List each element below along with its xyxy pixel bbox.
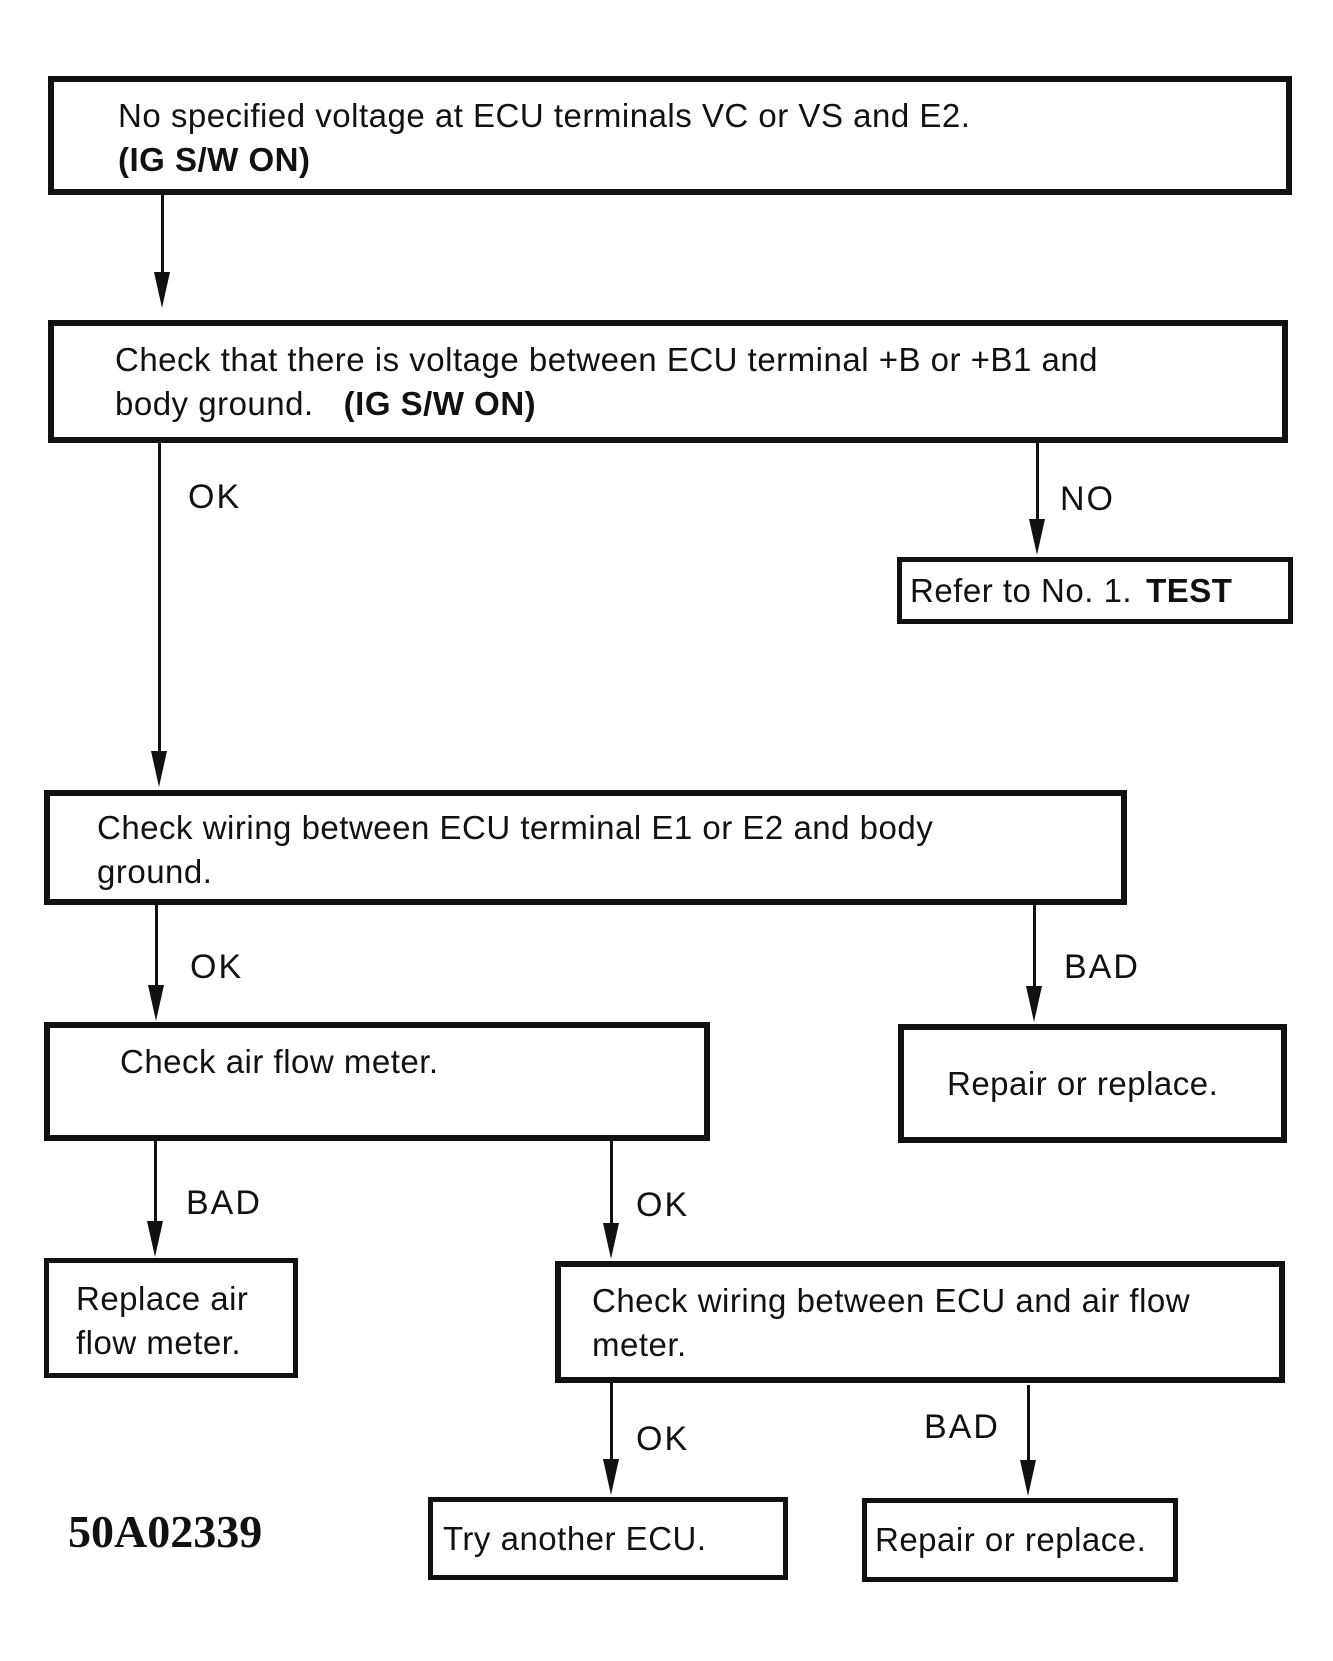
arrow-b4-bad-to-replace-line — [154, 1141, 157, 1221]
arrow-b3-bad-to-repair-head — [1026, 986, 1042, 1022]
box-line-bold: TEST — [1146, 571, 1233, 609]
box-replace-air-flow-meter: Replace air flow meter. — [44, 1258, 298, 1378]
box-check-voltage-plus-b: Check that there is voltage between ECU … — [48, 320, 1288, 443]
arrow-b2-no-to-refer-head — [1029, 519, 1045, 555]
arrow-b3-bad-to-repair-line — [1033, 905, 1036, 986]
box-check-wiring-ecu-air-flow: Check wiring between ECU and air flow me… — [555, 1261, 1285, 1383]
arrow-b3-ok-to-b4-line — [155, 905, 158, 985]
arrow-b2-ok-to-b3-line — [158, 443, 161, 751]
box-line: ground. — [97, 853, 213, 890]
box-line: Check that there is voltage between ECU … — [115, 341, 1099, 378]
box-check-wiring-e1-e2: Check wiring between ECU terminal E1 or … — [44, 790, 1127, 905]
box-try-another-ecu: Try another ECU. — [428, 1497, 788, 1580]
box-check-air-flow-meter: Check air flow meter. — [44, 1022, 710, 1141]
arrow-b2-ok-to-b3-head — [151, 751, 167, 787]
box-line: Replace air — [76, 1280, 249, 1317]
box-line: flow meter. — [76, 1324, 242, 1361]
arrow-b2-no-to-refer-line — [1036, 443, 1039, 519]
arrow-b7-bad-to-repair-head — [1020, 1460, 1036, 1496]
branch-label-ok-b2: OK — [188, 478, 242, 516]
box-no-voltage-at-vc-vs: No specified voltage at ECU terminals VC… — [48, 76, 1292, 195]
box-line: No specified voltage at ECU terminals VC… — [118, 97, 971, 134]
branch-label-bad-b4: BAD — [186, 1184, 262, 1222]
branch-label-bad-b7: BAD — [924, 1408, 1000, 1446]
box-line: Repair or replace. — [947, 1064, 1219, 1102]
box-line-normal: Refer to No. 1. — [910, 571, 1133, 609]
arrow-b7-bad-to-repair-line — [1027, 1385, 1030, 1460]
box-line: Check wiring between ECU and air flow — [592, 1282, 1191, 1319]
branch-label-bad-b3: BAD — [1064, 948, 1140, 986]
figure-code-label: 50A02339 — [68, 1506, 263, 1557]
box-line-bold: (IG S/W ON) — [343, 385, 537, 422]
box-line: Try another ECU. — [443, 1519, 707, 1557]
box-line: Check air flow meter. — [120, 1043, 439, 1080]
arrow-b7-ok-to-try-ecu-line — [610, 1383, 613, 1459]
box-line: Check wiring between ECU terminal E1 or … — [97, 809, 934, 846]
box-refer-to-no1-test: Refer to No. 1. TEST — [897, 557, 1293, 624]
branch-label-ok-b3: OK — [190, 948, 244, 986]
box-repair-or-replace-bottom: Repair or replace. — [862, 1498, 1178, 1582]
box-line: body ground. (IG S/W ON) — [115, 382, 1272, 426]
arrow-b3-ok-to-b4-head — [148, 985, 164, 1021]
box-line-normal: body ground. — [115, 385, 314, 422]
box-line: Repair or replace. — [875, 1521, 1147, 1558]
box-line-bold: (IG S/W ON) — [118, 141, 311, 178]
arrow-b4-ok-to-b7-head — [603, 1223, 619, 1259]
arrow-b4-ok-to-b7-line — [610, 1141, 613, 1223]
box-line: meter. — [592, 1326, 687, 1363]
branch-label-ok-b7: OK — [636, 1420, 690, 1458]
branch-label-ok-b4: OK — [636, 1186, 690, 1224]
arrow-b1-to-b2-head — [154, 272, 170, 308]
arrow-b1-to-b2-line — [161, 195, 164, 272]
box-repair-or-replace-top: Repair or replace. — [898, 1024, 1287, 1143]
arrow-b7-ok-to-try-ecu-head — [603, 1459, 619, 1495]
branch-label-no-b2: NO — [1060, 480, 1115, 518]
arrow-b4-bad-to-replace-head — [147, 1221, 163, 1257]
